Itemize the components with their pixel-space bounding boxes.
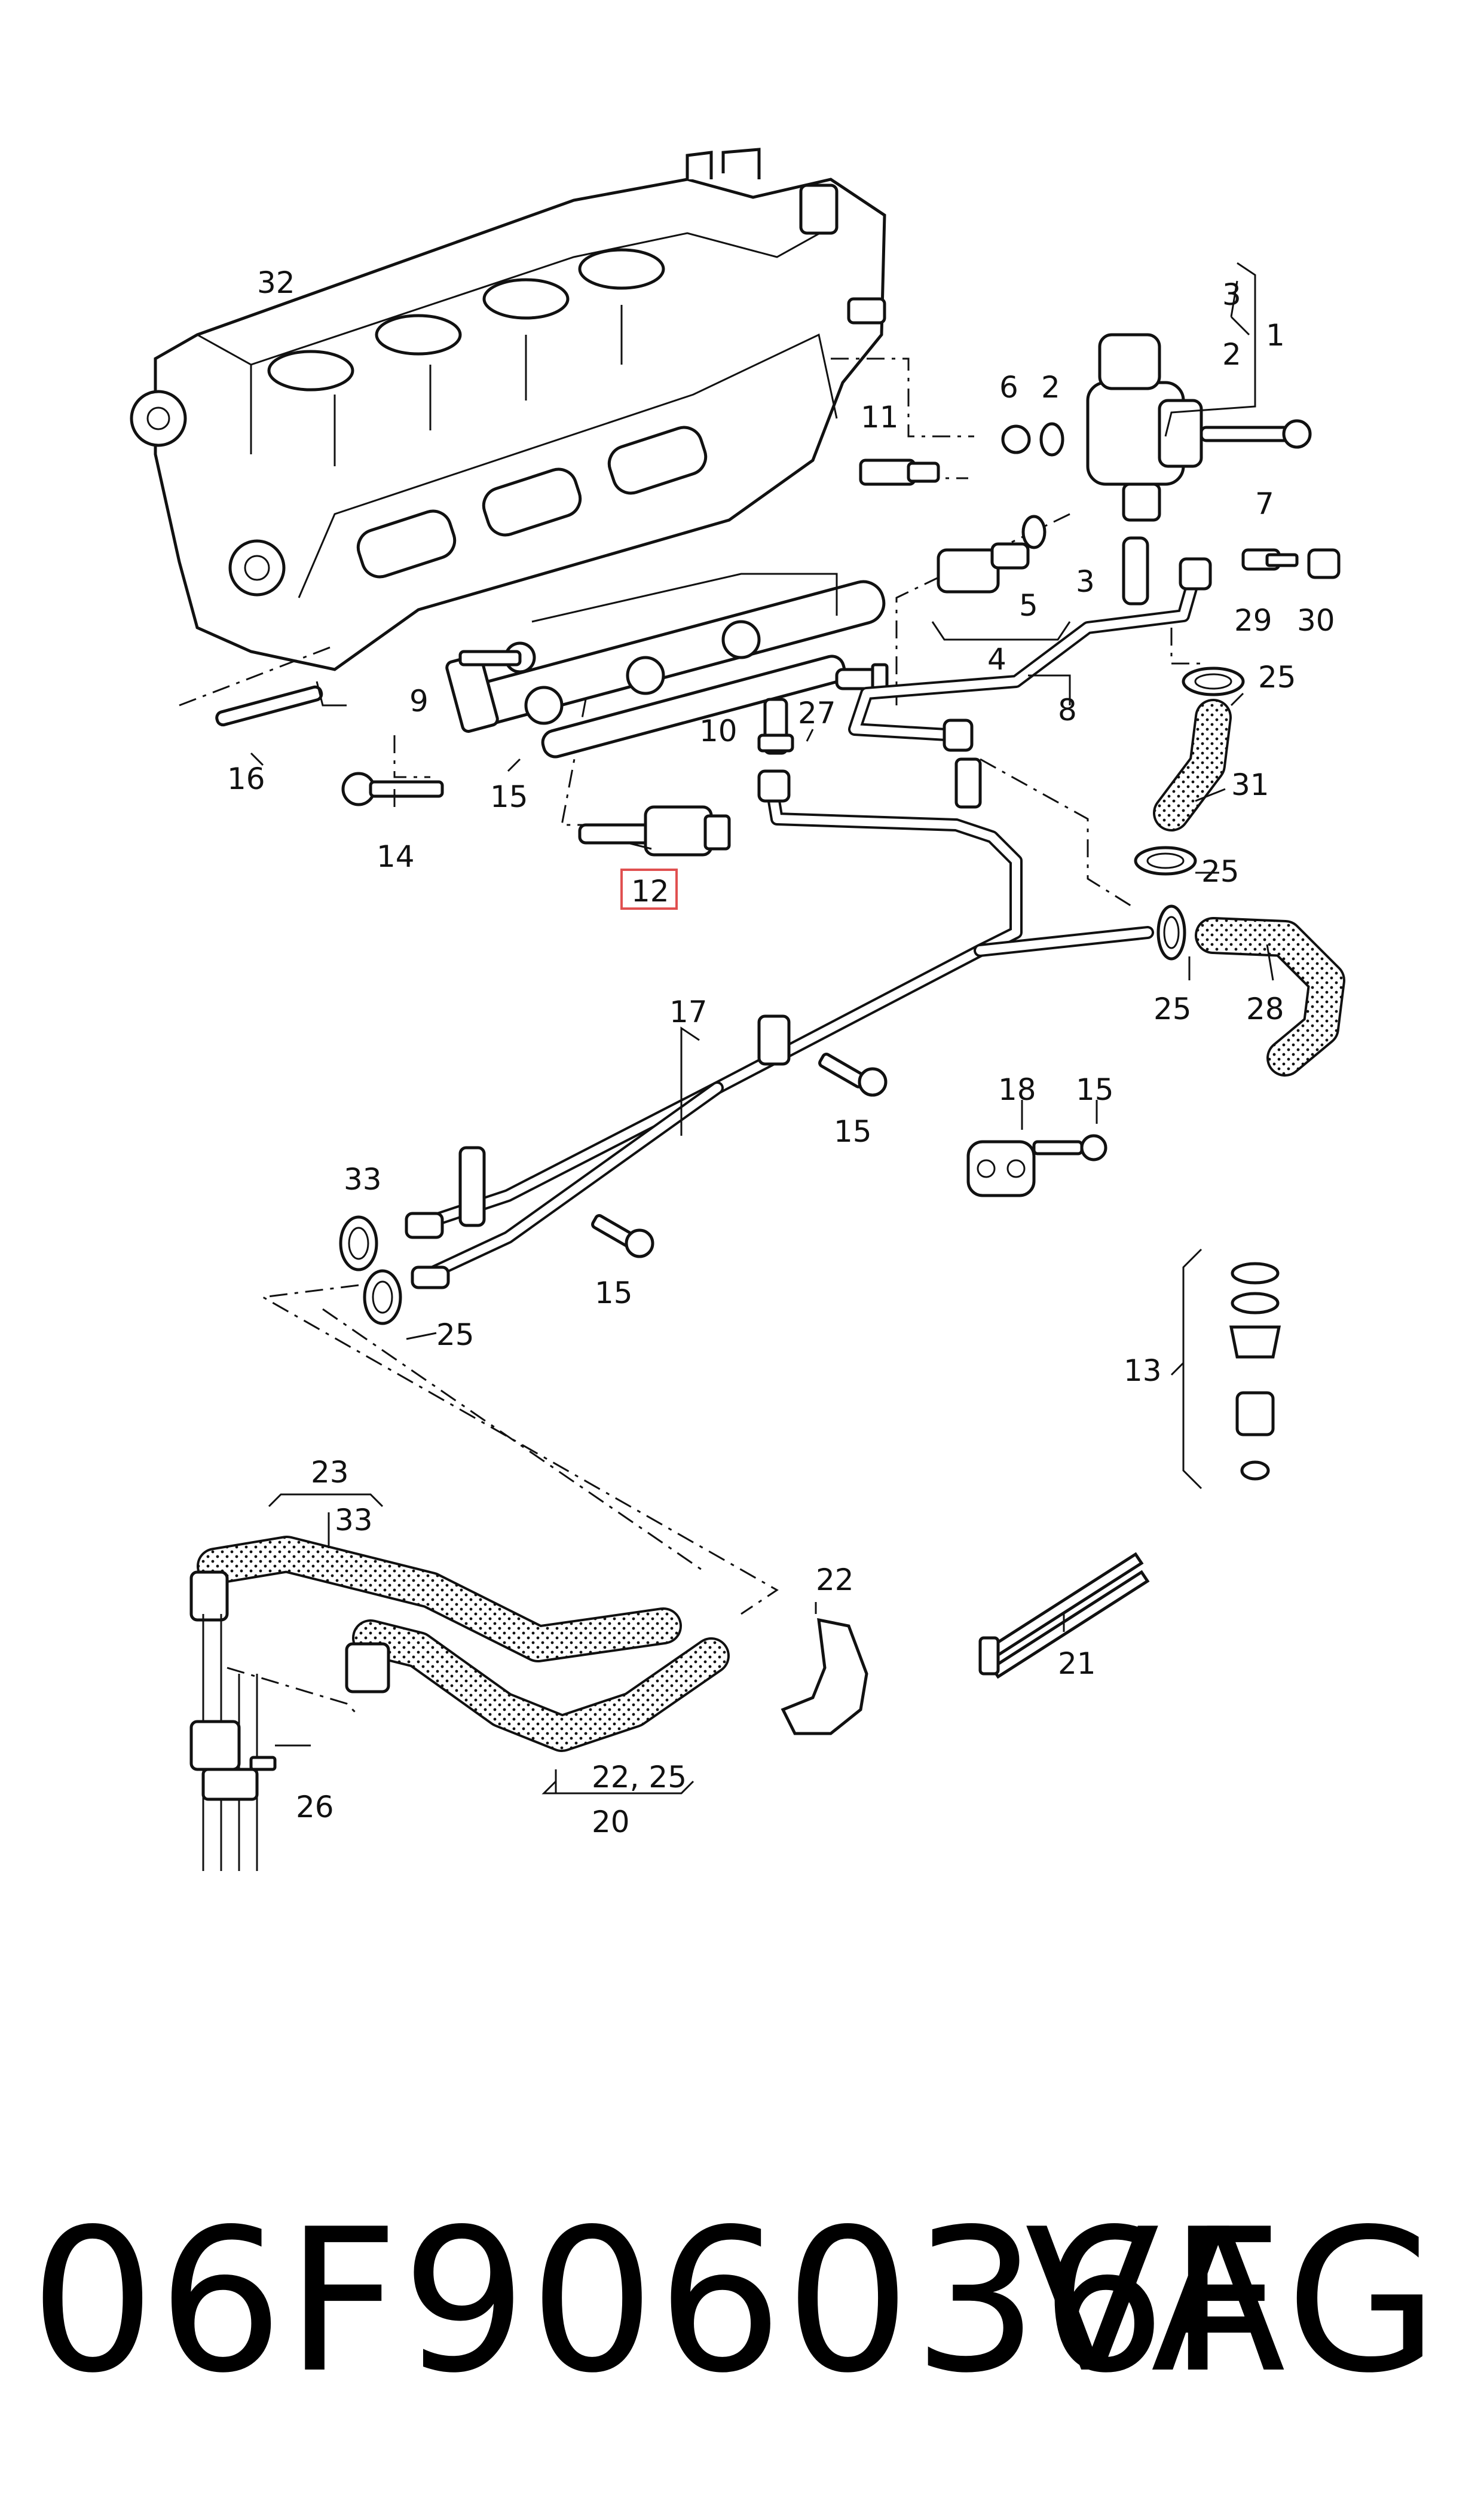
fuel-rail-part xyxy=(445,573,886,759)
sensor-11-part xyxy=(859,458,940,486)
callout-8: 8 xyxy=(1058,693,1077,727)
sleeve-3-part xyxy=(1122,536,1149,606)
bolt-15-pipe-upper xyxy=(818,1053,888,1097)
callout-15-upper: 15 xyxy=(490,779,528,814)
callout-22-25: 22, 25 xyxy=(592,1760,687,1794)
callout-12: 12 xyxy=(631,874,669,909)
callout-10: 10 xyxy=(699,714,738,748)
callout-16: 16 xyxy=(227,762,265,796)
callout-2-seal: 2 xyxy=(1041,370,1060,405)
callout-15-bracket: 15 xyxy=(1076,1072,1114,1107)
callout-1: 1 xyxy=(1266,318,1285,353)
callout-13: 13 xyxy=(1124,1353,1162,1388)
seal-6-part xyxy=(1001,424,1031,454)
callout-11: 11 xyxy=(861,400,899,435)
fitting-10-part xyxy=(757,698,794,755)
callout-4: 4 xyxy=(987,642,1006,677)
clamp-33-part xyxy=(339,1215,378,1271)
callout-15-pipe-upper: 15 xyxy=(834,1114,872,1149)
bracket-18-part xyxy=(966,1134,1107,1197)
high-pressure-pump-part xyxy=(1086,333,1312,522)
exploded-parts-diagram: 1 2 3 6 2 7 11 32 3 5 4 29 30 25 8 31 25… xyxy=(130,148,1345,1871)
part-number: 06F906036F xyxy=(30,2187,1285,2416)
cylinder-head-part xyxy=(130,148,886,671)
callout-33-hose: 33 xyxy=(335,1503,373,1537)
footer-banner: 06F906036F VAG xyxy=(0,2176,1484,2427)
callout-31: 31 xyxy=(1231,768,1269,802)
callout-22: 22 xyxy=(816,1563,854,1597)
callout-25-upper: 25 xyxy=(1258,660,1296,695)
callout-14: 14 xyxy=(377,839,415,874)
callout-33-clamp: 33 xyxy=(344,1162,382,1197)
callout-6: 6 xyxy=(999,370,1018,405)
clamp-25-lower-left xyxy=(363,1269,402,1325)
clamp-25-upper xyxy=(1182,667,1245,696)
callout-30: 30 xyxy=(1297,603,1335,638)
callout-3-top: 3 xyxy=(1222,277,1241,312)
callout-18: 18 xyxy=(998,1072,1036,1107)
seal-2-part xyxy=(1039,422,1064,457)
callout-9: 9 xyxy=(409,684,429,719)
pin-16-part xyxy=(215,685,323,727)
cap-30-part xyxy=(1307,548,1341,579)
callout-27: 27 xyxy=(798,696,836,730)
callout-25-middle: 25 xyxy=(1201,854,1240,889)
ring-5-part xyxy=(1021,515,1047,549)
screw-29-part xyxy=(1241,548,1299,571)
callout-3-sleeve: 3 xyxy=(1076,564,1095,599)
pressure-sensor-part xyxy=(578,805,731,857)
callout-32: 32 xyxy=(257,265,295,300)
fitting-27-part xyxy=(835,663,889,695)
clamp-25-middle xyxy=(1134,846,1197,876)
callout-23: 23 xyxy=(311,1455,349,1490)
connector-26-part xyxy=(189,1614,277,1871)
callout-15-pipe-lower: 15 xyxy=(595,1276,633,1310)
callout-26: 26 xyxy=(296,1790,334,1824)
bolt-14-part xyxy=(341,772,444,806)
clamp-25-lower-right xyxy=(1156,904,1186,961)
repair-set-13-part xyxy=(1229,1262,1281,1481)
brand-name: VAG xyxy=(1024,2187,1442,2416)
bolt-15-pipe-lower xyxy=(591,1214,654,1258)
callout-21: 21 xyxy=(1058,1646,1096,1681)
callout-17: 17 xyxy=(669,995,708,1029)
callout-7: 7 xyxy=(1255,487,1274,521)
highlight-box-12 xyxy=(620,869,678,910)
callout-25-lower-left: 25 xyxy=(436,1317,475,1352)
callout-28: 28 xyxy=(1246,992,1284,1026)
callout-2-top: 2 xyxy=(1222,337,1241,372)
bolt-15-upper-part xyxy=(458,641,536,674)
callout-20: 20 xyxy=(592,1805,630,1839)
callout-labels: 1 2 3 6 2 7 11 32 3 5 4 29 30 25 8 31 25… xyxy=(227,265,1335,1839)
callout-25-lower-right: 25 xyxy=(1153,992,1192,1026)
callout-29: 29 xyxy=(1234,603,1272,638)
holder-22-part xyxy=(781,1618,868,1735)
callout-5: 5 xyxy=(1019,588,1038,623)
sender-4-part xyxy=(937,542,1030,594)
cable-tie-21-part xyxy=(978,1552,1150,1679)
